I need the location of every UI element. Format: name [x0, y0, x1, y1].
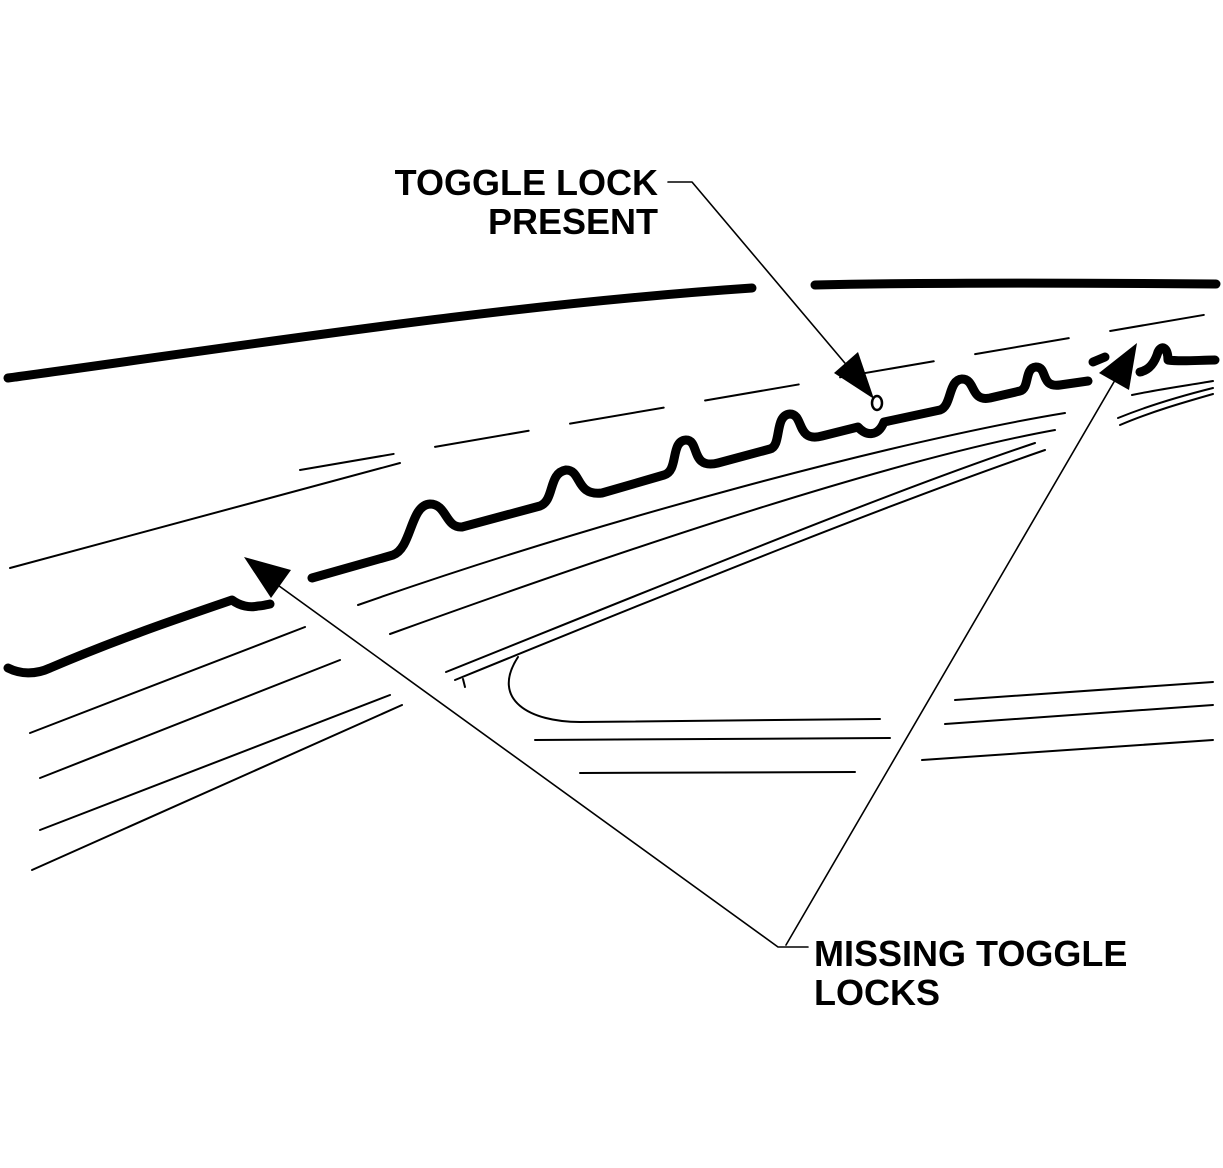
right-line-5	[921, 739, 1214, 761]
inner-line-3	[445, 442, 1036, 673]
arrowhead-toggle-lock-present	[834, 352, 874, 399]
window-opening-curve	[507, 656, 881, 723]
inner-line-4	[454, 449, 1046, 681]
panel-line-long	[9, 462, 401, 569]
upper-right-trim-3	[1119, 393, 1214, 426]
right-line-1	[954, 681, 1214, 701]
hidden-line-upper	[299, 312, 1216, 471]
toggle-lock-present-icon	[870, 394, 884, 412]
callout-missing-toggle-locks: MISSING TOGGLE LOCKS	[814, 934, 1127, 1012]
right-line-2	[534, 737, 891, 741]
weatherstrip-left	[3, 595, 275, 678]
callout-missing-toggle-locks-line2: LOCKS	[814, 972, 940, 1013]
upper-right-trim-2	[1117, 387, 1214, 419]
upper-body-edge-left	[3, 283, 757, 383]
inner-line-tick	[462, 678, 466, 688]
right-line-4	[579, 771, 856, 774]
callout-toggle-lock-present-line1: TOGGLE LOCK	[394, 162, 658, 203]
lower-left-line-2	[39, 659, 341, 779]
upper-body-edge-right	[810, 278, 1221, 290]
leader-missing-lock-left	[274, 582, 809, 948]
arrowhead-missing-lock-right	[1099, 343, 1137, 390]
inner-line-1	[357, 412, 1066, 606]
callout-toggle-lock-present-line2: PRESENT	[487, 201, 658, 242]
upper-right-trim-1	[1131, 380, 1214, 396]
callout-toggle-lock-present: TOGGLE LOCK PRESENT	[395, 163, 658, 241]
leader-missing-lock-right	[785, 374, 1119, 946]
weatherstrip-right-end	[1135, 343, 1220, 377]
arrowhead-missing-lock-left	[244, 557, 291, 598]
callout-missing-toggle-locks-line1: MISSING TOGGLE	[814, 933, 1128, 974]
lower-left-line-1	[29, 626, 306, 734]
inner-line-2	[389, 429, 1056, 635]
weatherstrip-end-segment	[1088, 352, 1110, 367]
lower-left-line-4	[31, 704, 403, 871]
lower-left-line-3	[39, 694, 391, 831]
weatherstrip-main	[307, 362, 1093, 583]
leader-toggle-lock-present	[667, 181, 856, 376]
right-line-3	[944, 704, 1214, 725]
